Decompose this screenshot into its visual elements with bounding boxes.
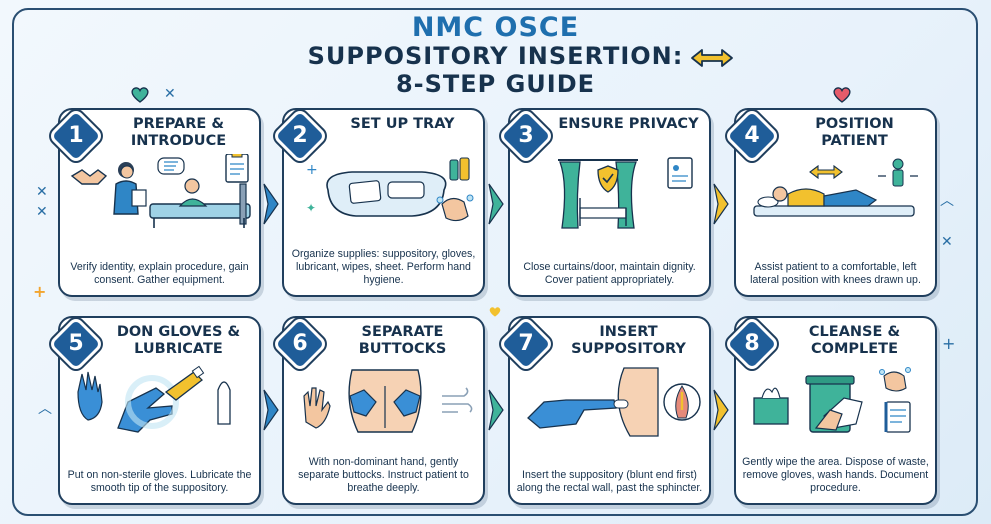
step-description: Insert the suppository (blunt end first)… (516, 469, 703, 494)
patient-position-illustration (753, 158, 918, 217)
step-description: Close curtains/door, maintain dignity. C… (523, 261, 696, 286)
plus-icon: + (942, 334, 956, 353)
heart-icon (489, 307, 501, 317)
handshake-icon (70, 169, 108, 185)
step-description: Gently wipe the area. Dispose of waste, … (742, 456, 929, 494)
svg-text:+: + (306, 162, 318, 178)
bottles-icon (449, 157, 470, 181)
step-number: 1 (68, 123, 84, 148)
sparkle-icon: ✕ (164, 86, 176, 102)
standing-figure-icon (878, 158, 918, 187)
step-number: 4 (744, 123, 760, 148)
flow-arrow (713, 183, 729, 225)
flow-arrow (263, 183, 279, 225)
clipboard-icon (667, 157, 693, 189)
svg-text:✦: ✦ (306, 201, 316, 215)
double-arrow-icon (691, 49, 733, 67)
sparkle-icon: ✕ (941, 234, 953, 250)
hand-wash-icon (436, 194, 474, 222)
step-card-6: 6 SEPARATE BUTTOCKS With non-dominant ha… (271, 315, 485, 505)
curtain-icon (558, 159, 638, 229)
sparkle-icon: ✕ (36, 184, 48, 200)
heart-icon (131, 87, 149, 103)
title-line-2: SUPPOSITORY INSERTION: (307, 42, 684, 70)
step-title: DON GLOVES & LUBRICATE (116, 324, 241, 357)
breath-icon (442, 387, 473, 413)
speech-bubble-icon (157, 157, 185, 175)
step-card-5: 5 DON GLOVES & LUBRICATE Put on non-ster… (47, 315, 261, 505)
step-title: POSITION PATIENT (815, 116, 894, 149)
step-description: With non-dominant hand, gently separate … (298, 456, 469, 494)
insertion-illustration (527, 367, 701, 437)
title-line-3: 8-STEP GUIDE (395, 70, 596, 98)
tissue-box-icon (753, 387, 789, 425)
wiping-hand-icon (814, 397, 863, 431)
insertion-icon (527, 367, 659, 437)
cleanse-illustration (753, 367, 911, 433)
step-card-2: 2 SET UP TRAY + ✦ Organize supplies: sup… (271, 107, 485, 297)
privacy-illustration (558, 157, 693, 229)
gloved-hand-icon (117, 375, 179, 433)
tray-illustration: + ✦ (306, 157, 474, 222)
glove-icon (77, 371, 103, 421)
double-arrow-icon (809, 164, 843, 180)
step-number: 6 (292, 331, 308, 356)
open-hand-icon (303, 387, 331, 429)
shield-icon (597, 165, 619, 193)
bed-icon (579, 198, 627, 226)
patient-lying-icon (753, 186, 915, 217)
step-number: 5 (68, 331, 84, 356)
chevron-icon: ︿ (940, 193, 954, 209)
step-number: 8 (744, 331, 760, 356)
patient-in-bed (149, 178, 251, 228)
flow-arrow (488, 389, 504, 431)
heart-icon (833, 87, 851, 103)
step-number: 7 (518, 331, 534, 356)
step-card-8: 8 CLEANSE & COMPLETE Gently wipe the are… (723, 315, 937, 505)
suppository-icon (217, 381, 231, 425)
gloves-illustration (77, 365, 231, 433)
step-title: PREPARE & INTRODUCE (130, 116, 227, 149)
step-card-3: 3 ENSURE PRIVACY Close curtains/door, ma… (497, 107, 711, 297)
separate-buttocks-illustration (303, 369, 473, 433)
document-icon (884, 401, 911, 433)
tray-icon (326, 171, 447, 217)
nurse-patient-illustration (70, 154, 251, 228)
step-number: 2 (292, 123, 308, 148)
step-description: Assist patient to a comfortable, left la… (750, 261, 921, 286)
lubricant-tube-icon (164, 365, 205, 401)
step-card-4: 4 POSITION PATIENT Assist patient to a c… (723, 107, 937, 297)
sparkle-icon: ✕ (36, 204, 48, 220)
step-description: Organize supplies: suppository, gloves, … (291, 248, 476, 286)
clipboard-icon (225, 154, 249, 183)
hand-wash-icon (879, 367, 911, 392)
step-title: INSERT SUPPOSITORY (571, 324, 686, 357)
step-description: Verify identity, explain procedure, gain… (70, 261, 249, 286)
step-title: SEPARATE BUTTOCKS (358, 324, 447, 357)
step-card-7: 7 INSERT SUPPOSITORY Insert the supposit… (497, 315, 711, 505)
step-description: Put on non-sterile gloves. Lubricate the… (67, 469, 252, 494)
flow-arrow (713, 389, 729, 431)
step-card-1: 1 PREPARE & INTRODUCE Verify identity, e… (47, 107, 261, 297)
step-title: CLEANSE & COMPLETE (808, 324, 901, 357)
step-title: SET UP TRAY (350, 116, 455, 132)
title-line-1: NMC OSCE (411, 12, 580, 43)
anatomy-icon (663, 383, 701, 421)
hands-separating-icon (348, 369, 422, 433)
nurse-figure (113, 162, 147, 215)
flow-arrow (263, 389, 279, 431)
step-title: ENSURE PRIVACY (558, 116, 699, 132)
flow-arrow (488, 183, 504, 225)
step-number: 3 (518, 123, 534, 148)
chevron-icon: ︿ (38, 401, 52, 417)
plus-icon: + (33, 282, 47, 301)
